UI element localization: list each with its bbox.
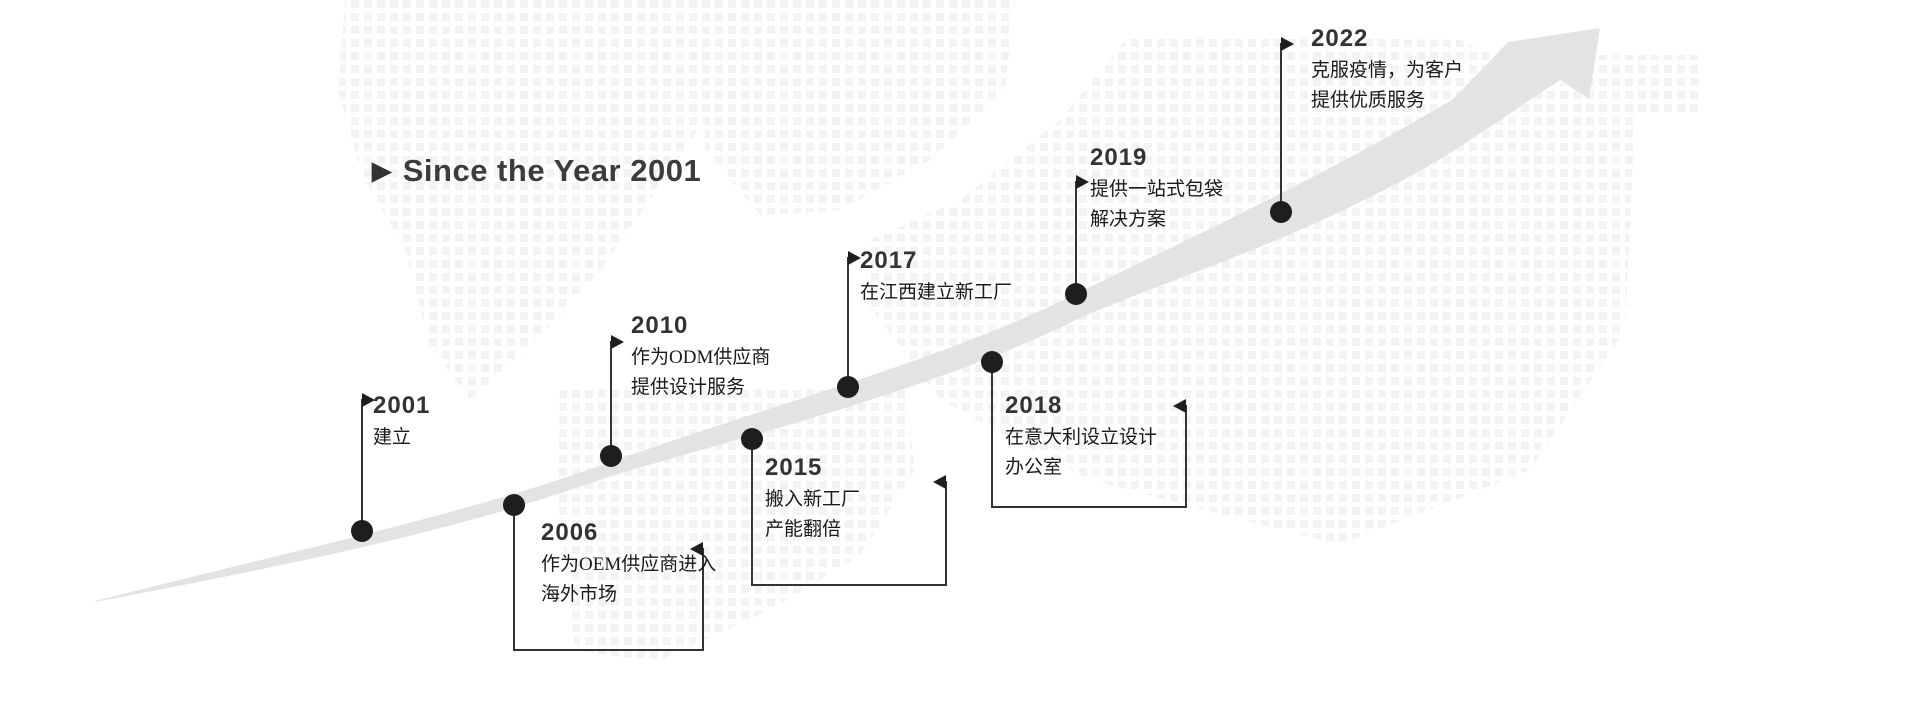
milestone-2001: 2001 建立 <box>373 393 430 453</box>
milestone-connectors <box>361 43 1282 651</box>
milestone-2017: 2017 在江西建立新工厂 <box>860 248 1012 308</box>
flag-right-icon <box>848 251 861 265</box>
flag-icons <box>362 37 1294 556</box>
year-label: 2001 <box>373 392 431 419</box>
timeline-dot <box>981 351 1003 373</box>
milestone-description: 在江西建立新工厂 <box>860 282 1013 303</box>
flag-right-icon <box>611 335 624 349</box>
milestone-description: 克服疫情，为客户 提供优质服务 <box>1311 60 1464 111</box>
milestone-2015: 2015 搬入新工厂 产能翻倍 <box>765 455 860 545</box>
year-label: 2017 <box>860 247 918 274</box>
milestone-description: 提供一站式包袋 解决方案 <box>1090 179 1224 230</box>
connector-bracket <box>751 439 947 586</box>
timeline-dots <box>351 201 1292 542</box>
flag-right-icon <box>1281 37 1294 51</box>
milestone-description: 作为ODM供应商 提供设计服务 <box>631 347 771 398</box>
connector-bracket <box>513 505 704 651</box>
milestone-description: 建立 <box>373 427 412 448</box>
year-label: 2022 <box>1311 25 1369 52</box>
year-label: 2019 <box>1090 144 1148 171</box>
page-title: ▶ Since the Year 2001 <box>372 153 701 189</box>
timeline-dot <box>1065 283 1087 305</box>
flag-right-icon <box>1076 175 1089 189</box>
timeline-dot <box>741 428 763 450</box>
flag-left-icon <box>690 542 703 556</box>
year-label: 2018 <box>1005 392 1063 419</box>
timeline-dot <box>1270 201 1292 223</box>
milestone-2010: 2010 作为ODM供应商 提供设计服务 <box>631 313 770 403</box>
timeline-dot <box>351 520 373 542</box>
timeline-dot <box>503 494 525 516</box>
page-title-text: Since the Year 2001 <box>402 153 702 188</box>
year-label: 2015 <box>765 454 823 481</box>
milestone-description: 在意大利设立设计 办公室 <box>1005 427 1158 478</box>
timeline-dot <box>600 445 622 467</box>
year-label: 2006 <box>541 519 599 546</box>
milestone-description: 搬入新工厂 产能翻倍 <box>765 489 861 540</box>
timeline-dot <box>837 376 859 398</box>
world-map-dots <box>338 0 1700 662</box>
flag-left-icon <box>933 475 946 489</box>
title-arrow-icon: ▶ <box>372 157 392 185</box>
year-label: 2010 <box>631 312 689 339</box>
milestone-description: 作为OEM供应商进入 海外市场 <box>541 554 717 605</box>
milestone-2006: 2006 作为OEM供应商进入 海外市场 <box>541 520 716 610</box>
milestone-2018: 2018 在意大利设立设计 办公室 <box>1005 393 1157 483</box>
flag-left-icon <box>1173 399 1186 413</box>
connector-bracket <box>991 362 1187 508</box>
flag-right-icon <box>362 393 375 407</box>
milestone-2019: 2019 提供一站式包袋 解决方案 <box>1090 145 1223 235</box>
milestone-2022: 2022 克服疫情，为客户 提供优质服务 <box>1311 26 1463 116</box>
